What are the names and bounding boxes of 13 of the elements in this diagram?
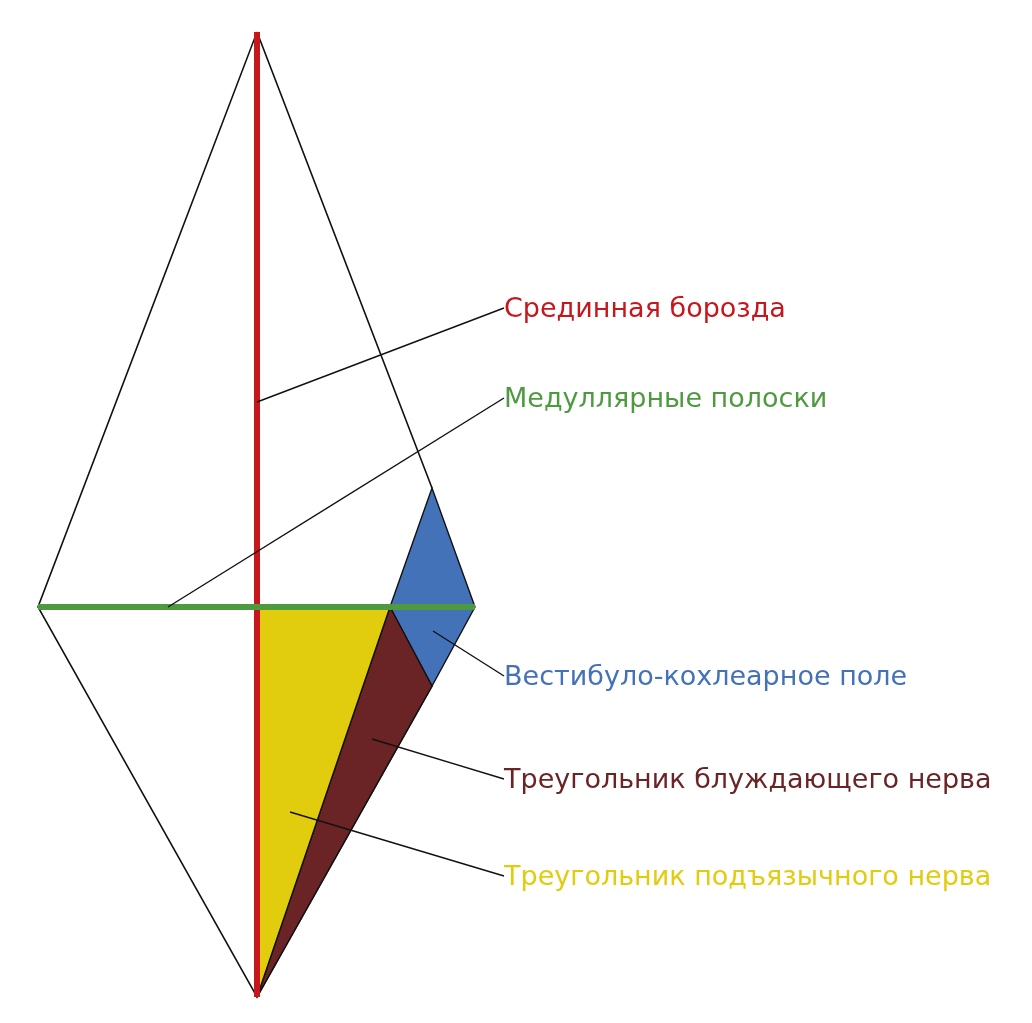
part-label: Медуллярные полоски	[504, 381, 828, 415]
leader-line	[256, 307, 505, 403]
medullary-striae-line	[38, 604, 475, 610]
part-label: Срединная борозда	[504, 291, 786, 325]
vestibular-area	[389, 485, 476, 688]
leader-line	[432, 630, 505, 677]
leader-line	[371, 738, 505, 780]
leader-line	[289, 811, 505, 877]
part-label: Треугольник блуждающего нерва	[504, 762, 992, 796]
part-label: Треугольник подъязычного нерва	[504, 859, 992, 893]
median-sulcus-line	[254, 32, 260, 997]
part-label: Вестибуло-кохлеарное поле	[504, 659, 908, 693]
leader-line	[167, 397, 505, 608]
